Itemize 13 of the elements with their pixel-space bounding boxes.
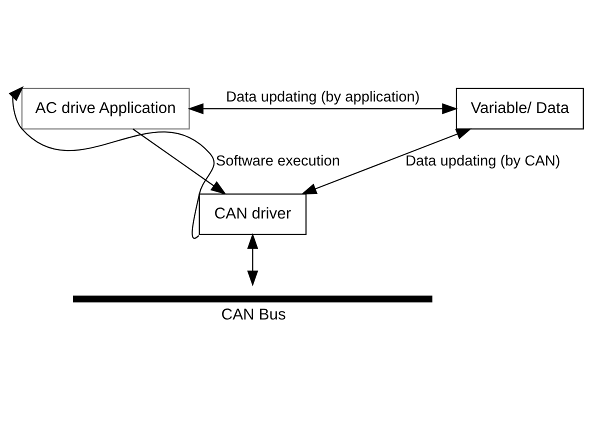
arrow xyxy=(188,103,458,114)
edge-label: Software execution xyxy=(216,153,340,170)
arrow xyxy=(132,128,226,195)
arrow xyxy=(300,128,472,194)
node-box: Variable/ Data xyxy=(456,88,584,130)
node-box: CAN driver xyxy=(198,193,307,236)
node-box: AC drive Application xyxy=(21,88,190,130)
node-box xyxy=(73,296,432,302)
node-label: CAN Bus xyxy=(221,306,286,324)
edge-label: Data updating (by application) xyxy=(226,89,420,106)
edge-label: Data updating (by CAN) xyxy=(405,153,560,170)
arrow xyxy=(247,233,258,286)
arrow xyxy=(8,86,214,238)
